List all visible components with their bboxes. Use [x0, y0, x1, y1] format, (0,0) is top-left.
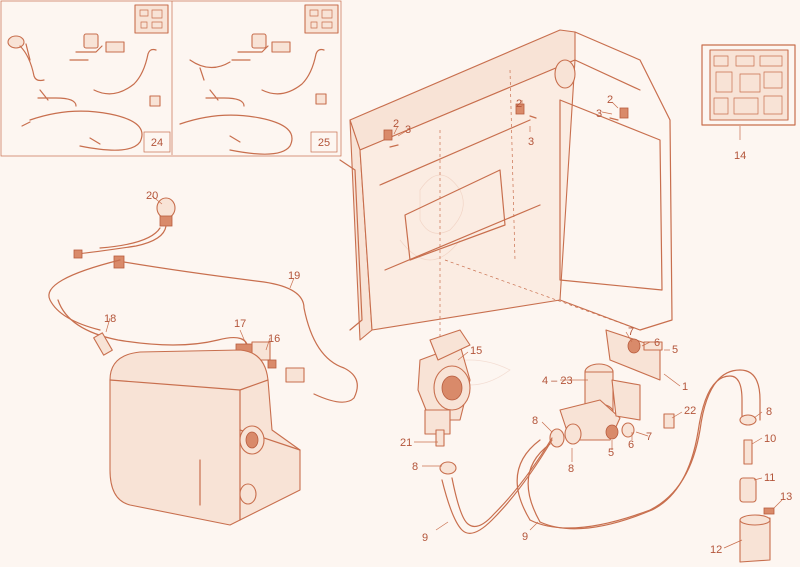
callout-7-lower: 7: [646, 431, 652, 443]
callout-5-upper: 5: [672, 344, 678, 356]
callout-10: 10: [764, 433, 776, 445]
inset-frame: [0, 0, 342, 157]
callout-15: 15: [470, 345, 482, 357]
inset-25-drawing: [179, 4, 339, 155]
inset-24-label-icon: [134, 4, 169, 34]
callout-14: 14: [734, 150, 746, 162]
inset-24-drawing: [7, 4, 169, 151]
callout-11: 11: [764, 472, 775, 484]
callout-4-23: 4 – 23: [542, 375, 573, 387]
callout-17: 17: [234, 318, 246, 330]
inset-24-number-box: [143, 131, 171, 153]
callouts: 20 19 18 17 16 15 21 8 9 9 4 – 23 8 8 5 …: [104, 94, 792, 556]
valve-4-23: [549, 329, 675, 448]
hoses: [439, 369, 761, 534]
callout-21: 21: [400, 437, 412, 449]
callout-18: 18: [104, 313, 116, 325]
callout-6-upper: 6: [654, 337, 660, 349]
callout-8-right: 8: [766, 406, 772, 418]
filter-assembly: [739, 414, 775, 563]
callout-19: 19: [288, 270, 300, 282]
warning-label-14: [701, 44, 796, 126]
washer-tank: [109, 349, 301, 526]
callout-2-right: 2: [607, 94, 613, 106]
callout-6-lower: 6: [628, 439, 634, 451]
callout-9-right: 9: [522, 531, 528, 543]
callout-5-lower: 5: [608, 447, 614, 459]
callout-3-right: 3: [596, 108, 602, 120]
callout-2-left: 2: [393, 118, 399, 130]
callout-7-upper: 7: [628, 326, 634, 338]
wiring-harness: [48, 197, 358, 403]
callout-8-valve-left: 8: [532, 415, 538, 427]
inset-25-label-icon: [304, 4, 339, 34]
inset-panel-group: 24 25: [0, 0, 342, 157]
mounting-frame: [339, 29, 673, 341]
callout-20: 20: [146, 190, 158, 202]
callout-2-mid: 2: [516, 98, 522, 110]
callout-9-left: 9: [422, 532, 428, 544]
callout-12: 12: [710, 544, 722, 556]
callout-13: 13: [780, 491, 792, 503]
callout-8-pump: 8: [412, 461, 418, 473]
callout-3-mid: 3: [528, 136, 534, 148]
callout-1: 1: [682, 381, 688, 393]
callout-16: 16: [268, 333, 280, 345]
leader-lines: [105, 100, 783, 549]
callout-8-valve-bottom: 8: [568, 463, 574, 475]
pump-15: [417, 329, 471, 447]
inset-24-number: 24: [151, 137, 163, 149]
inset-25-number-box: [310, 131, 338, 153]
callout-3-left: 3: [405, 124, 411, 136]
inset-25-number: 25: [318, 137, 330, 149]
callout-22: 22: [684, 405, 696, 417]
